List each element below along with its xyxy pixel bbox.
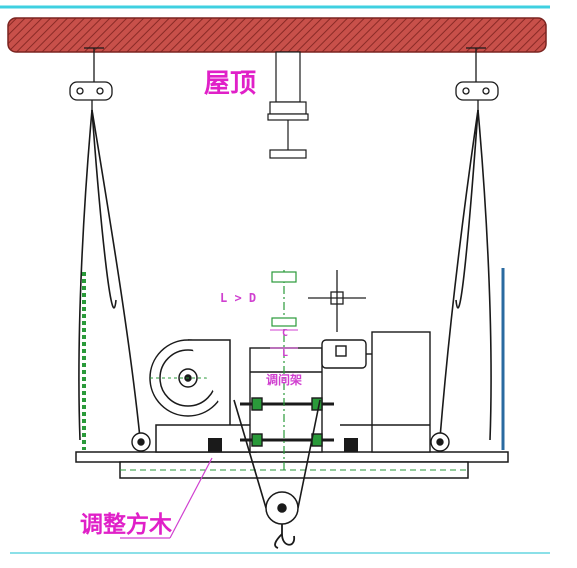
crosshair-icon	[308, 270, 366, 332]
adjust-frame-label: 调间架	[266, 372, 302, 387]
centerline-guide	[271, 270, 297, 470]
left-suspension-ropes	[78, 109, 141, 441]
left-hanger-clamp	[69, 47, 113, 110]
winch-drum	[149, 339, 257, 453]
adjust-timber-label: 调整方木	[80, 511, 172, 538]
clearance-label: L > D	[220, 291, 256, 305]
roof-label: 屋顶	[204, 69, 256, 99]
right-anchor-eye	[430, 432, 450, 452]
roof-column	[267, 51, 309, 159]
motor	[321, 339, 372, 369]
dim-c-label: C	[282, 328, 288, 339]
hook-icon	[274, 524, 295, 549]
right-suspension-ropes	[439, 109, 492, 441]
support-blocks	[208, 438, 358, 452]
timber-leader-line	[120, 457, 213, 539]
base-platform	[75, 451, 509, 479]
dim-l-label: L	[282, 348, 288, 359]
right-hanger-clamp	[455, 47, 499, 110]
left-anchor-eye	[131, 432, 151, 452]
hoist-rope	[233, 399, 321, 509]
roof-beam	[7, 17, 547, 53]
upper-clamp-bolt	[240, 397, 334, 411]
pulley-block	[265, 491, 299, 525]
gearbox-cabinet	[340, 331, 431, 453]
